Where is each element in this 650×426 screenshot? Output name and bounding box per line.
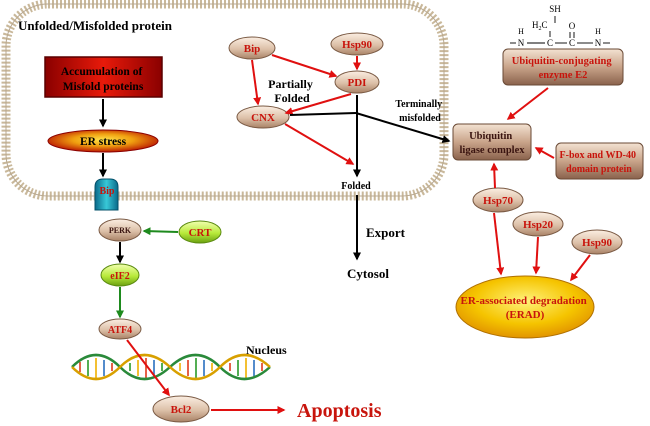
ligase-line2: ligase complex — [459, 145, 525, 156]
arrow-hsp20-to-erad — [532, 236, 541, 275]
terminally-misfolded-label: Terminally misfolded — [395, 99, 444, 124]
arrow-misfolded-to-ligase-2 — [355, 112, 451, 143]
hsp20-label: Hsp20 — [523, 219, 553, 231]
pdi-node: PDI — [334, 70, 380, 94]
bip-label: Bip — [244, 43, 261, 55]
bip-node: Bip — [228, 36, 276, 60]
accumulation-line1: Accumulation of — [61, 66, 143, 78]
e2-node: Ubiquitin-conjugating enzyme E2 — [502, 48, 624, 86]
crt-node: CRT — [178, 220, 222, 244]
svg-text:ER-associated degradation: ER-associated degradation (ERAD) — [461, 295, 590, 321]
accumulation-line2: Misfold proteins — [63, 81, 144, 93]
accumulation-box: Accumulation of Misfold proteins — [44, 56, 163, 98]
chem-c2: C — [569, 38, 575, 48]
chem-h2c-c: C — [542, 20, 548, 30]
hsp90-right-node: Hsp90 — [571, 229, 623, 255]
ligase-line1: Ubiquitin — [469, 131, 512, 142]
hsp90-top-node: Hsp90 — [330, 32, 384, 56]
chem-h2c-sub: 2 — [539, 26, 542, 32]
bcl2-node: Bcl2 — [152, 395, 210, 423]
atf4-label: ATF4 — [108, 325, 132, 336]
ligase-node: Ubiquitin ligase complex — [452, 123, 532, 161]
chem-sh: SH — [549, 4, 561, 14]
svg-text:Ubiquitin-conjugating en: Ubiquitin-conjugating enzyme E2 — [512, 56, 614, 81]
chemical-structure: SH H2C O H H N C C N — [510, 4, 610, 48]
apoptosis-label: Apoptosis — [297, 400, 382, 422]
e2-line1: Ubiquitin-conjugating — [512, 56, 613, 67]
erad-line1: ER-associated degradation — [461, 295, 587, 307]
chem-h2c-h: H — [532, 20, 539, 30]
arrow-e2-to-ligase — [506, 87, 549, 120]
arrow-fbox-to-ligase — [534, 147, 555, 159]
dna-helix-icon — [71, 353, 271, 381]
chem-n1: N — [518, 38, 525, 48]
perk-node: PERK — [98, 218, 142, 242]
eif2-label: eIF2 — [110, 271, 129, 282]
fbox-line1: F-box and WD-40 — [560, 150, 637, 161]
svg-text:F-box and WD-40 domain: F-box and WD-40 domain protein — [560, 150, 639, 175]
arrows — [99, 54, 591, 414]
er-stress-label: ER stress — [80, 136, 127, 148]
chem-h2: H — [595, 27, 601, 36]
hsp70-label: Hsp70 — [483, 195, 513, 207]
arrow-hsp70-to-erad — [493, 212, 505, 276]
erad-node: ER-associated degradation (ERAD) — [455, 275, 595, 339]
terminally-misfolded-line2: misfolded — [399, 113, 441, 124]
hsp70-node: Hsp70 — [472, 187, 524, 213]
export-label: Export — [366, 225, 406, 240]
chem-c1: C — [547, 38, 553, 48]
membrane-title: Unfolded/Misfolded protein — [18, 18, 173, 33]
erad-line2: (ERAD) — [506, 309, 545, 321]
hsp90-top-label: Hsp90 — [342, 39, 372, 51]
arrow-crt-to-perk — [142, 227, 179, 236]
arrow-atf4-to-bcl2 — [126, 339, 170, 397]
bcl2-label: Bcl2 — [171, 404, 192, 416]
fbox-node: F-box and WD-40 domain protein — [555, 142, 644, 180]
arrow-cnx-to-folded — [284, 123, 355, 165]
chem-n2: N — [595, 38, 602, 48]
partially-folded-line1: Partially — [268, 77, 313, 91]
eif2-node: eIF2 — [100, 263, 140, 287]
atf4-node: ATF4 — [98, 318, 142, 340]
folded-label: Folded — [341, 181, 371, 192]
chem-h2c: H2C — [532, 20, 548, 32]
arrow-hsp70-to-ligase — [490, 162, 499, 189]
svg-text:Ubiquitin ligase complex: Ubiquitin ligase complex — [459, 131, 525, 156]
cnx-node: CNX — [236, 105, 290, 129]
crt-label: CRT — [189, 227, 213, 239]
chem-h1: H — [518, 27, 524, 36]
er-stress-node: ER stress — [47, 129, 159, 153]
chem-o: O — [569, 21, 576, 31]
bip-membrane-node: Bip — [94, 178, 119, 211]
hsp90-right-label: Hsp90 — [582, 237, 612, 249]
partially-folded-line2: Folded — [274, 91, 310, 105]
arrow-pdi-to-cnx — [284, 93, 352, 116]
cnx-label: CNX — [251, 112, 275, 124]
bip-membrane-label: Bip — [99, 186, 114, 197]
fbox-line2: domain protein — [566, 164, 632, 175]
arrow-misfolded-to-ligase — [289, 112, 357, 116]
nucleus-label: Nucleus — [246, 343, 287, 357]
e2-line2: enzyme E2 — [539, 70, 588, 81]
svg-text:Accumulation of Misfold: Accumulation of Misfold proteins — [61, 66, 145, 93]
arrow-hsp90-to-erad — [570, 254, 591, 282]
perk-label: PERK — [109, 226, 132, 235]
hsp20-node: Hsp20 — [512, 211, 564, 237]
arrow-bip-to-pdi — [271, 54, 338, 78]
cytosol-label: Cytosol — [347, 266, 389, 281]
terminally-misfolded-line1: Terminally — [395, 99, 442, 110]
pdi-label: PDI — [348, 77, 367, 89]
arrow-bip-to-cnx — [251, 59, 262, 106]
er-membrane — [1, 0, 449, 201]
partially-folded-label: Partially Folded — [268, 77, 316, 105]
